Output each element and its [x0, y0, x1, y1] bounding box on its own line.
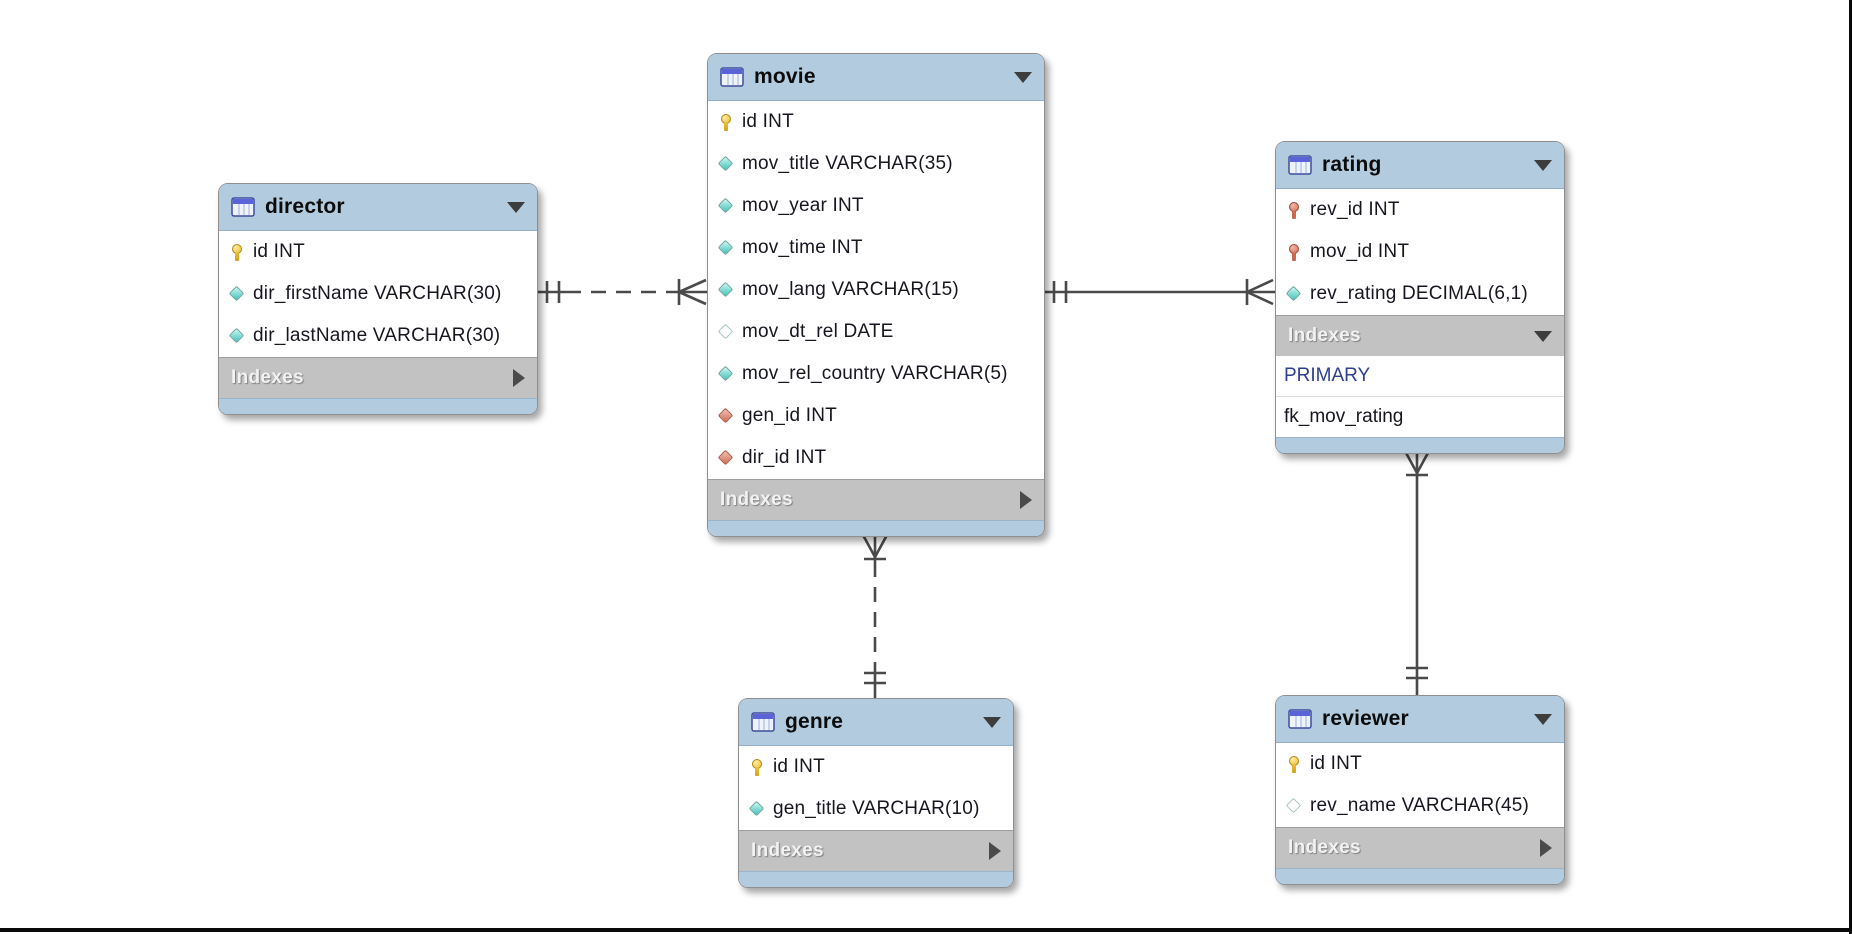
- expand-indexes-icon[interactable]: [1020, 491, 1032, 509]
- table-movie-header[interactable]: movie: [708, 54, 1044, 101]
- indexes-bar[interactable]: Indexes: [1276, 827, 1564, 868]
- column-row-id[interactable]: id INT: [708, 101, 1044, 143]
- column-row-gen-title[interactable]: gen_title VARCHAR(10): [739, 788, 1013, 830]
- table-footer: [219, 398, 537, 414]
- column-diamond-icon: [718, 198, 735, 215]
- column-row-dir-id[interactable]: dir_id INT: [708, 437, 1044, 479]
- column-row-id[interactable]: id INT: [739, 746, 1013, 788]
- column-row-dir-lastname[interactable]: dir_lastName VARCHAR(30): [219, 315, 537, 357]
- column-row-mov-year[interactable]: mov_year INT: [708, 185, 1044, 227]
- column-row-mov-title[interactable]: mov_title VARCHAR(35): [708, 143, 1044, 185]
- table-footer: [1276, 437, 1564, 453]
- table-icon: [720, 67, 744, 87]
- table-director-header[interactable]: director: [219, 184, 537, 231]
- column-row-rev-rating[interactable]: rev_rating DECIMAL(6,1): [1276, 273, 1564, 315]
- collapse-indexes-icon[interactable]: [1534, 330, 1552, 342]
- column-diamond-icon: [749, 801, 766, 818]
- table-director[interactable]: director id INT dir_firstName VARCHAR(30…: [218, 183, 538, 415]
- table-footer: [708, 520, 1044, 536]
- index-row-fk-mov-rating[interactable]: fk_mov_rating: [1276, 396, 1564, 437]
- primary-foreign-key-icon: [1286, 201, 1303, 219]
- table-title: reviewer: [1322, 707, 1409, 730]
- column-diamond-icon: [229, 328, 246, 345]
- column-row-mov-id[interactable]: mov_id INT: [1276, 231, 1564, 273]
- column-row-rev-id[interactable]: rev_id INT: [1276, 189, 1564, 231]
- table-title: rating: [1322, 153, 1382, 176]
- indexes-bar[interactable]: Indexes: [1276, 315, 1564, 356]
- indexes-label: Indexes: [1288, 325, 1361, 346]
- indexes-label: Indexes: [751, 840, 824, 861]
- column-row-rev-name[interactable]: rev_name VARCHAR(45): [1276, 785, 1564, 827]
- column-diamond-hollow-icon: [718, 324, 735, 341]
- table-genre-header[interactable]: genre: [739, 699, 1013, 746]
- table-footer: [1276, 868, 1564, 884]
- column-row-id[interactable]: id INT: [219, 231, 537, 273]
- column-row-id[interactable]: id INT: [1276, 743, 1564, 785]
- indexes-bar[interactable]: Indexes: [739, 830, 1013, 871]
- table-reviewer[interactable]: reviewer id INT rev_name VARCHAR(45) Ind…: [1275, 695, 1565, 885]
- column-row-mov-dt-rel[interactable]: mov_dt_rel DATE: [708, 311, 1044, 353]
- relationship-movie-rating[interactable]: [1045, 278, 1275, 306]
- table-rating[interactable]: rating rev_id INT mov_id INT rev_rating …: [1275, 141, 1565, 454]
- column-row-mov-lang[interactable]: mov_lang VARCHAR(15): [708, 269, 1044, 311]
- screen-bottom-border: [0, 928, 1852, 932]
- primary-key-icon: [1286, 755, 1303, 773]
- column-row-mov-time[interactable]: mov_time INT: [708, 227, 1044, 269]
- table-icon: [1288, 155, 1312, 175]
- table-genre[interactable]: genre id INT gen_title VARCHAR(10) Index…: [738, 698, 1014, 888]
- expand-indexes-icon[interactable]: [513, 369, 525, 387]
- foreign-key-diamond-icon: [718, 450, 735, 467]
- column-diamond-icon: [718, 240, 735, 257]
- indexes-label: Indexes: [231, 367, 304, 388]
- collapse-arrow-icon[interactable]: [1014, 71, 1032, 83]
- column-diamond-icon: [718, 156, 735, 173]
- collapse-arrow-icon[interactable]: [983, 716, 1001, 728]
- index-row-primary[interactable]: PRIMARY: [1276, 356, 1564, 396]
- relationship-reviewer-rating[interactable]: [1403, 450, 1431, 695]
- column-diamond-icon: [229, 286, 246, 303]
- screen-right-border: [1849, 0, 1852, 934]
- table-icon: [751, 712, 775, 732]
- table-movie[interactable]: movie id INT mov_title VARCHAR(35) mov_y…: [707, 53, 1045, 537]
- column-row-gen-id[interactable]: gen_id INT: [708, 395, 1044, 437]
- table-title: genre: [785, 710, 844, 733]
- collapse-arrow-icon[interactable]: [1534, 713, 1552, 725]
- collapse-arrow-icon[interactable]: [1534, 159, 1552, 171]
- relationship-genre-movie[interactable]: [861, 534, 889, 698]
- table-rating-header[interactable]: rating: [1276, 142, 1564, 189]
- table-reviewer-header[interactable]: reviewer: [1276, 696, 1564, 743]
- indexes-label: Indexes: [720, 489, 793, 510]
- table-footer: [739, 871, 1013, 887]
- column-row-dir-firstname[interactable]: dir_firstName VARCHAR(30): [219, 273, 537, 315]
- column-diamond-icon: [718, 366, 735, 383]
- relationship-director-movie[interactable]: [538, 278, 707, 306]
- table-title: movie: [754, 65, 816, 88]
- primary-key-icon: [749, 758, 766, 776]
- indexes-bar[interactable]: Indexes: [219, 357, 537, 398]
- indexes-bar[interactable]: Indexes: [708, 479, 1044, 520]
- foreign-key-diamond-icon: [718, 408, 735, 425]
- column-diamond-icon: [718, 282, 735, 299]
- column-diamond-hollow-icon: [1286, 798, 1303, 815]
- table-icon: [231, 197, 255, 217]
- table-icon: [1288, 709, 1312, 729]
- indexes-label: Indexes: [1288, 837, 1361, 858]
- expand-indexes-icon[interactable]: [1540, 839, 1552, 857]
- table-title: director: [265, 195, 345, 218]
- primary-foreign-key-icon: [1286, 243, 1303, 261]
- primary-key-icon: [718, 113, 735, 131]
- primary-key-icon: [229, 243, 246, 261]
- column-row-mov-rel-country[interactable]: mov_rel_country VARCHAR(5): [708, 353, 1044, 395]
- collapse-arrow-icon[interactable]: [507, 201, 525, 213]
- column-diamond-icon: [1286, 286, 1303, 303]
- expand-indexes-icon[interactable]: [989, 842, 1001, 860]
